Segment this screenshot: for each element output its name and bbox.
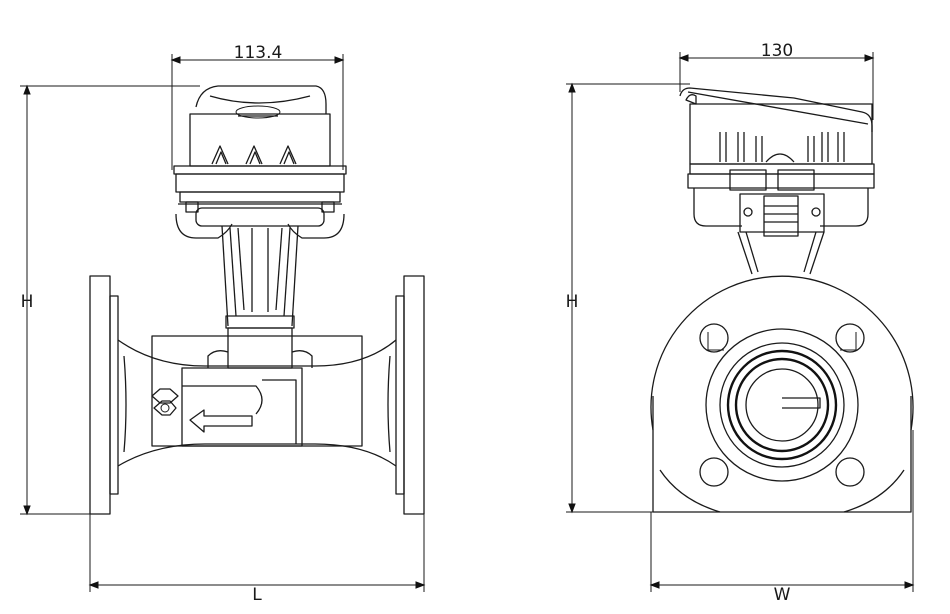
side-flange <box>650 275 914 513</box>
dim-label-length: L <box>252 585 262 605</box>
side-stem <box>737 231 825 275</box>
dim-label-width: W <box>774 585 791 605</box>
front-view <box>89 85 425 515</box>
dim-label-130: 130 <box>761 41 793 61</box>
front-valve-body <box>89 275 425 515</box>
dim-label-113-4: 113.4 <box>234 43 283 63</box>
front-stem <box>221 225 299 329</box>
dim-label-side-height: H <box>566 292 579 312</box>
dimension-labels: 113.4 130 H H L W <box>21 41 794 605</box>
front-actuator <box>173 85 347 239</box>
side-view <box>650 87 914 513</box>
side-actuator <box>679 87 875 237</box>
dimension-lines <box>20 52 915 592</box>
dim-label-front-height: H <box>21 292 34 312</box>
